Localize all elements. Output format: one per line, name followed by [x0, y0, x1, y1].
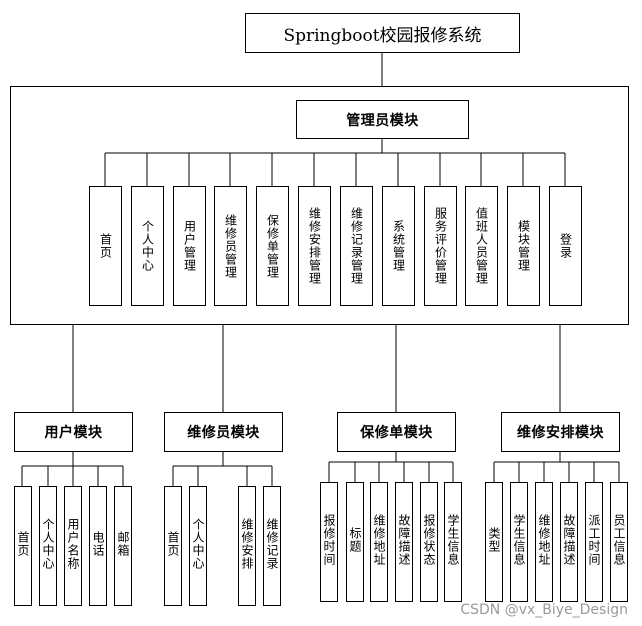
admin-item-module-management: 模块管理	[507, 186, 540, 306]
schedule-item-student-info: 学生信息	[510, 482, 528, 602]
order-item-student-info: 学生信息	[444, 482, 462, 602]
admin-item-record-management: 维修记录管理	[340, 186, 373, 306]
admin-item-user-management: 用户管理	[173, 186, 206, 306]
repairman-item-home: 首页	[164, 486, 182, 606]
admin-module-box: 管理员模块	[296, 100, 469, 139]
admin-item-personal-center: 个人中心	[131, 186, 164, 306]
repairman-module-box: 维修员模块	[164, 412, 283, 452]
order-item-address: 维修地址	[370, 482, 388, 602]
repair-order-module-box: 保修单模块	[337, 412, 456, 452]
user-item-username: 用户名称	[64, 486, 82, 606]
repairman-item-record: 维修记录	[263, 486, 281, 606]
admin-item-order-management: 保修单管理	[256, 186, 289, 306]
repairman-item-schedule: 维修安排	[238, 486, 256, 606]
repairman-item-personal-center: 个人中心	[189, 486, 207, 606]
schedule-item-type: 类型	[485, 482, 503, 602]
user-item-personal-center: 个人中心	[39, 486, 57, 606]
repair-schedule-module-box: 维修安排模块	[501, 412, 620, 452]
user-item-home: 首页	[14, 486, 32, 606]
admin-item-system-management: 系统管理	[382, 186, 415, 306]
admin-item-duty-management: 值班人员管理	[465, 186, 498, 306]
admin-item-review-management: 服务评价管理	[424, 186, 457, 306]
csdn-watermark: CSDN @vx_Biye_Design	[460, 602, 628, 618]
admin-item-home: 首页	[89, 186, 122, 306]
admin-item-login: 登录	[549, 186, 582, 306]
admin-item-schedule-management: 维修安排管理	[298, 186, 331, 306]
schedule-item-staff-info: 员工信息	[610, 482, 628, 602]
system-title: Springboot校园报修系统	[245, 13, 520, 53]
schedule-item-address: 维修地址	[535, 482, 553, 602]
user-module-box: 用户模块	[14, 412, 133, 452]
user-item-phone: 电话	[89, 486, 107, 606]
order-item-status: 报修状态	[420, 482, 438, 602]
admin-frame	[10, 86, 629, 325]
order-item-title: 标题	[346, 482, 364, 602]
schedule-item-fault-description: 故障描述	[560, 482, 578, 602]
user-item-email: 邮箱	[114, 486, 132, 606]
order-item-report-time: 报修时间	[320, 482, 338, 602]
order-item-fault-description: 故障描述	[395, 482, 413, 602]
admin-item-repairman-management: 维修员管理	[214, 186, 247, 306]
schedule-item-dispatch-time: 派工时间	[585, 482, 603, 602]
